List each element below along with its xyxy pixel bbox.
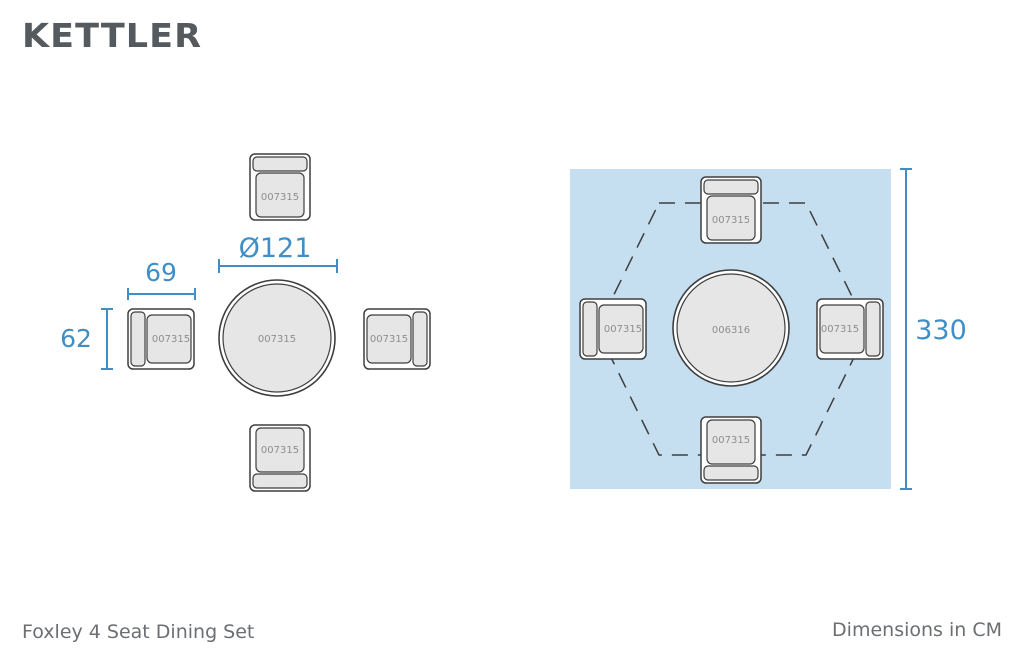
- chair-code-label: 007315: [261, 192, 299, 203]
- chair-code-label: 007315: [152, 334, 190, 345]
- table-left: 007315: [218, 279, 336, 397]
- chair-west-left: 007315: [127, 308, 195, 370]
- chair-east-left: 007315: [363, 308, 431, 370]
- chair-code-label: 007315: [712, 215, 750, 226]
- dimension-chair-width: 69: [127, 258, 196, 300]
- chair-top-right: 007315: [700, 176, 762, 244]
- table-code-label: 006316: [712, 325, 750, 336]
- chair-top-left: 007315: [249, 153, 311, 221]
- table-code-label: 007315: [258, 334, 296, 345]
- product-title: Foxley 4 Seat Dining Set: [22, 621, 255, 643]
- table-right: 006316: [672, 269, 790, 387]
- units-note: Dimensions in CM: [832, 619, 1002, 641]
- left-layout: 007315 007315 007315 007315 007315 Ø12: [60, 153, 431, 492]
- chair-depth-label: 62: [60, 324, 92, 353]
- chair-east-right: 007315: [816, 298, 884, 360]
- chair-code-label: 007315: [370, 334, 408, 345]
- chair-code-label: 007315: [261, 445, 299, 456]
- chair-west-right: 007315: [579, 298, 647, 360]
- chair-bottom-left: 007315: [249, 424, 311, 492]
- dimension-table-diameter: Ø121: [218, 233, 338, 273]
- chair-code-label: 007315: [604, 324, 642, 335]
- right-layout: 007315 007315 007315 007315 006316 330: [570, 168, 967, 490]
- dimension-chair-depth: 62: [60, 308, 113, 370]
- table-diameter-label: Ø121: [239, 233, 312, 264]
- area-size-label: 330: [915, 315, 967, 346]
- chair-width-label: 69: [145, 258, 177, 287]
- chair-code-label: 007315: [821, 324, 859, 335]
- dimension-area-size: 330: [900, 168, 967, 490]
- chair-bottom-right: 007315: [700, 416, 762, 484]
- brand-logo: KETTLER: [22, 16, 203, 55]
- chair-code-label: 007315: [712, 435, 750, 446]
